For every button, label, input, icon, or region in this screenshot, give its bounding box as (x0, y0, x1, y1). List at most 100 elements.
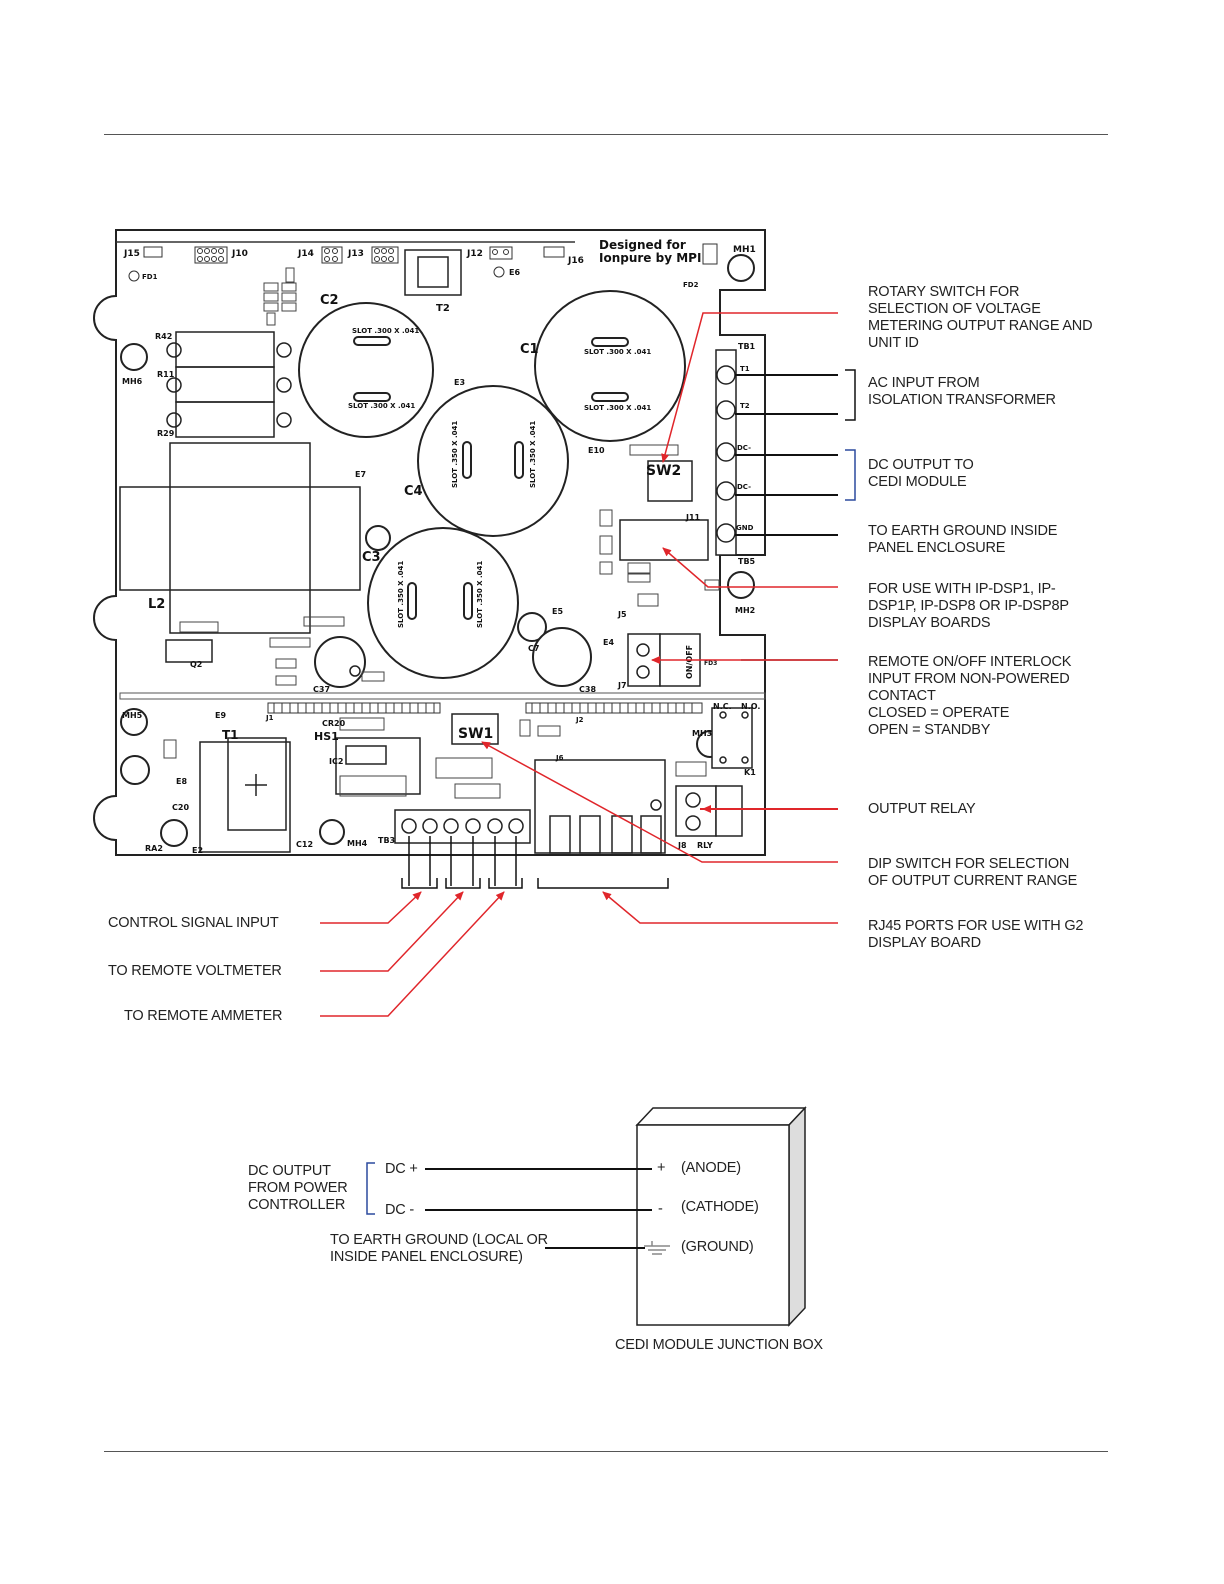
capacitors (298, 290, 686, 688)
earth-ground-label: TO EARTH GROUND INSIDE PANEL ENCLOSURE (868, 523, 1058, 556)
mounting-holes (120, 254, 755, 847)
ref-c3: C3 (362, 550, 381, 565)
ref-c4: C4 (404, 484, 423, 499)
ref-no: N.O. (741, 702, 760, 711)
small-parts (163, 267, 720, 799)
ref-l2: L2 (148, 597, 165, 612)
ref-j13: J13 (347, 249, 364, 259)
term-t2: T2 (740, 402, 750, 410)
ground-icon (644, 1241, 670, 1255)
ref-mh4: MH4 (347, 839, 368, 848)
display-boards-label: FOR USE WITH IP-DSP1, IP- DSP1P, IP-DSP8… (868, 581, 1069, 631)
ref-j7: J7 (617, 681, 627, 690)
ac-bracket (845, 369, 856, 421)
ref-e3: E3 (454, 378, 465, 387)
junction-box (635, 1106, 807, 1327)
ref-j14: J14 (297, 249, 314, 259)
ref-ra2: RA2 (145, 844, 163, 853)
dc-bracket (845, 449, 856, 501)
ref-r11: R11 (157, 370, 175, 379)
header-strips (267, 702, 703, 714)
ref-mh6: MH6 (122, 377, 143, 386)
slot-c4b: SLOT .350 X .041 (529, 421, 537, 488)
slot-c4a: SLOT .350 X .041 (451, 421, 459, 488)
slot-c1a: SLOT .300 X .041 (584, 348, 651, 356)
top-connector-pads (128, 248, 509, 282)
ref-nc: N.C. (713, 702, 732, 711)
ref-fd2: FD2 (683, 281, 699, 289)
ground-label: (GROUND) (681, 1239, 754, 1255)
ref-tb1: TB1 (738, 342, 756, 351)
pcb-labels: J15 J10 J14 J13 J12 J16 Designed for Ion… (122, 238, 760, 855)
interlock-relay-pads (349, 643, 749, 831)
dc-output-from-label: DC OUTPUT FROM POWER CONTROLLER (248, 1163, 348, 1213)
control-signal-label: CONTROL SIGNAL INPUT (108, 915, 279, 931)
ac-input-label: AC INPUT FROM ISOLATION TRANSFORMER (868, 375, 1056, 408)
interlock-label: REMOTE ON/OFF INTERLOCK INPUT FROM NON-P… (868, 654, 1072, 738)
ref-fd3: FD3 (704, 660, 717, 667)
dc-plus-label: DC + (385, 1161, 418, 1177)
designed-line1: Designed for (599, 238, 686, 252)
ref-ic2: IC2 (329, 757, 343, 766)
ref-mh3: MH3 (692, 729, 712, 738)
term-t1: T1 (740, 365, 750, 373)
dc-output-label: DC OUTPUT TO CEDI MODULE (868, 457, 974, 490)
ref-j12: J12 (466, 249, 483, 259)
ref-e7: E7 (355, 470, 366, 479)
earth-local-label: TO EARTH GROUND (LOCAL OR INSIDE PANEL E… (330, 1232, 548, 1265)
capacitor-slots (353, 336, 629, 620)
ref-hs1: HS1 (314, 730, 339, 743)
slot-c3b: SLOT .350 X .041 (476, 561, 484, 628)
term-gnd: GND (736, 524, 754, 532)
ref-mh5: MH5 (122, 711, 143, 720)
slot-c1b: SLOT .300 X .041 (584, 404, 651, 412)
ref-r42: R42 (155, 332, 172, 341)
rj45-label: RJ45 PORTS FOR USE WITH G2 DISPLAY BOARD (868, 918, 1084, 951)
anode-label: (ANODE) (681, 1160, 741, 1176)
ref-r29: R29 (157, 429, 175, 438)
dc-minus-label: DC - (385, 1202, 415, 1218)
ref-k1: K1 (744, 768, 756, 777)
minus-sign: - (658, 1201, 663, 1217)
tb3-terminal-block (394, 809, 531, 844)
ref-j8: J8 (677, 841, 687, 850)
ref-fd1: FD1 (142, 273, 158, 281)
ref-c37: C37 (313, 685, 330, 694)
ref-c7: C7 (528, 644, 539, 653)
footer-rule (104, 1451, 1108, 1452)
ref-onoff: ON/OFF (685, 645, 694, 679)
junction-wires (425, 1168, 652, 1249)
rj45-block (534, 759, 666, 854)
output-relay-label: OUTPUT RELAY (868, 801, 976, 817)
junction-box-caption: CEDI MODULE JUNCTION BOX (615, 1337, 823, 1353)
slot-c3a: SLOT .350 X .041 (397, 561, 405, 628)
ref-t2: T2 (436, 303, 450, 314)
tb1-terminal-block (715, 349, 737, 556)
t1-transformer (199, 737, 421, 853)
ref-j15: J15 (123, 249, 140, 259)
cathode-label: (CATHODE) (681, 1199, 759, 1215)
top-connectors (143, 243, 718, 265)
plus-sign: + (657, 1160, 666, 1176)
ref-j1: J1 (265, 714, 274, 722)
ref-e2: E2 (192, 846, 203, 855)
header-strip-pins (273, 703, 693, 713)
ref-e5: E5 (552, 607, 563, 616)
ref-e8: E8 (176, 777, 187, 786)
left-components (119, 331, 709, 745)
slot-c2a: SLOT .300 X .041 (352, 327, 419, 335)
slot-c2b: SLOT .300 X .041 (348, 402, 415, 410)
ref-e9: E9 (215, 711, 226, 720)
ref-mh1: MH1 (733, 245, 756, 255)
ref-tb3: TB3 (378, 836, 395, 845)
designed-line2: Ionpure by MPI (599, 251, 701, 265)
term-dc2: DC- (737, 483, 751, 491)
ref-c1: C1 (520, 342, 539, 357)
ref-j2: J2 (575, 716, 584, 724)
ref-j5: J5 (617, 610, 627, 619)
junction-bracket (366, 1162, 375, 1215)
ref-e4: E4 (603, 638, 614, 647)
ref-t1: T1 (222, 728, 239, 742)
ref-j11: J11 (685, 513, 701, 522)
